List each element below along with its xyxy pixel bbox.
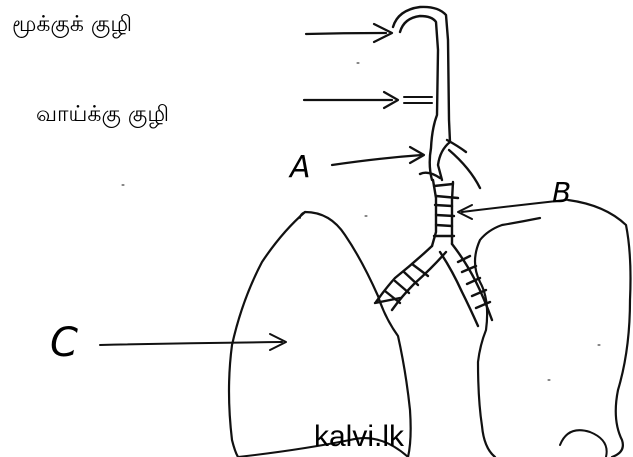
label-a: A <box>290 150 311 185</box>
arrow-a <box>332 147 424 165</box>
arrow-oral <box>304 92 432 108</box>
watermark: kalvi.lk <box>314 420 404 454</box>
label-nasal-cavity: மூக்குக் குழி <box>12 12 132 40</box>
trachea <box>432 180 458 246</box>
heart-notch <box>560 430 607 457</box>
arrow-c <box>100 334 286 350</box>
arrow-nasal <box>306 24 392 42</box>
label-b: B <box>552 176 571 209</box>
arrow-b <box>458 200 566 219</box>
label-oral-cavity: வாய்க்கு குழி <box>36 102 169 130</box>
specks <box>122 63 600 380</box>
label-c: C <box>50 320 78 366</box>
right-lung <box>475 200 631 457</box>
